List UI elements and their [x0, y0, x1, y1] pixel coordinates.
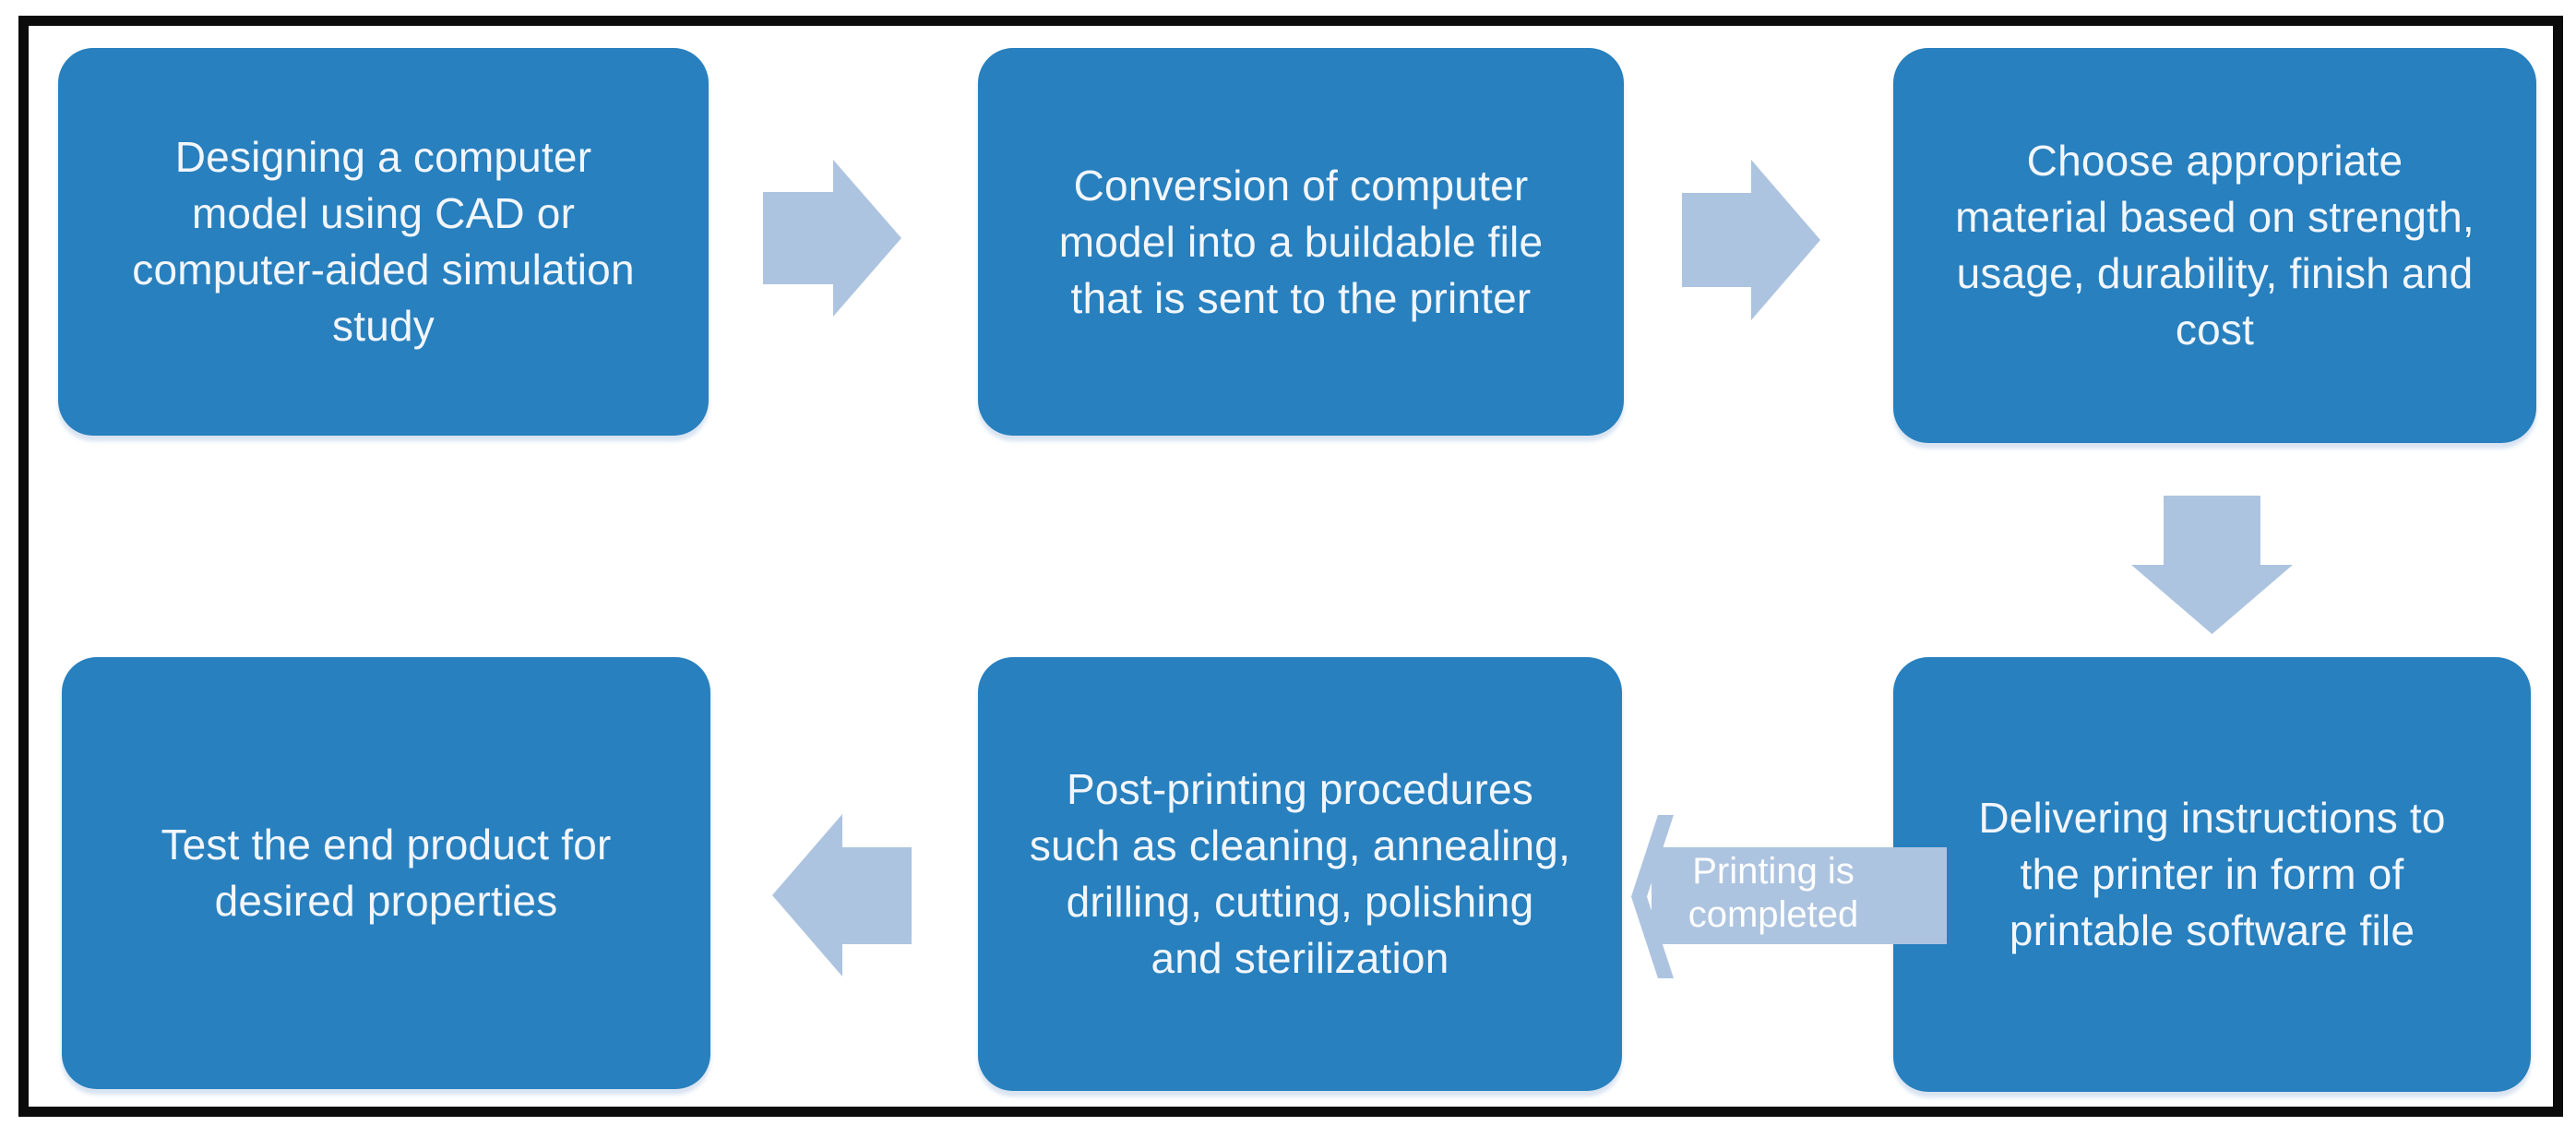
border-frame	[18, 16, 2563, 1117]
arrow-left-icon	[772, 814, 912, 976]
step-conversion-box: Conversion of computer model into a buil…	[978, 48, 1624, 436]
step-material-box: Choose appropriate material based on str…	[1893, 48, 2536, 443]
arrow-down-icon	[2131, 496, 2293, 634]
step-postprocessing-box: Post-printing procedures such as cleanin…	[978, 657, 1622, 1091]
arrow-right-icon	[763, 160, 901, 317]
arrow-right-icon	[1682, 160, 1820, 320]
step-delivery-box: Delivering instructions to the printer i…	[1893, 657, 2531, 1092]
step-testing-label: Test the end product for desired propert…	[161, 821, 612, 925]
step-design-label: Designing a computer model using CAD or …	[132, 133, 635, 350]
step-conversion-label: Conversion of computer model into a buil…	[1058, 161, 1544, 322]
step-material-label: Choose appropriate material based on str…	[1955, 137, 2475, 353]
step-testing-box: Test the end product for desired propert…	[62, 657, 710, 1089]
step-delivery-label: Delivering instructions to the printer i…	[1978, 794, 2446, 954]
printing-completed-label: Printing is completed	[1688, 851, 1859, 935]
step-design-box: Designing a computer model using CAD or …	[58, 48, 709, 436]
printing-completed-arrow-icon	[1631, 815, 1947, 978]
step-postprocessing-label: Post-printing procedures such as cleanin…	[1029, 765, 1571, 982]
